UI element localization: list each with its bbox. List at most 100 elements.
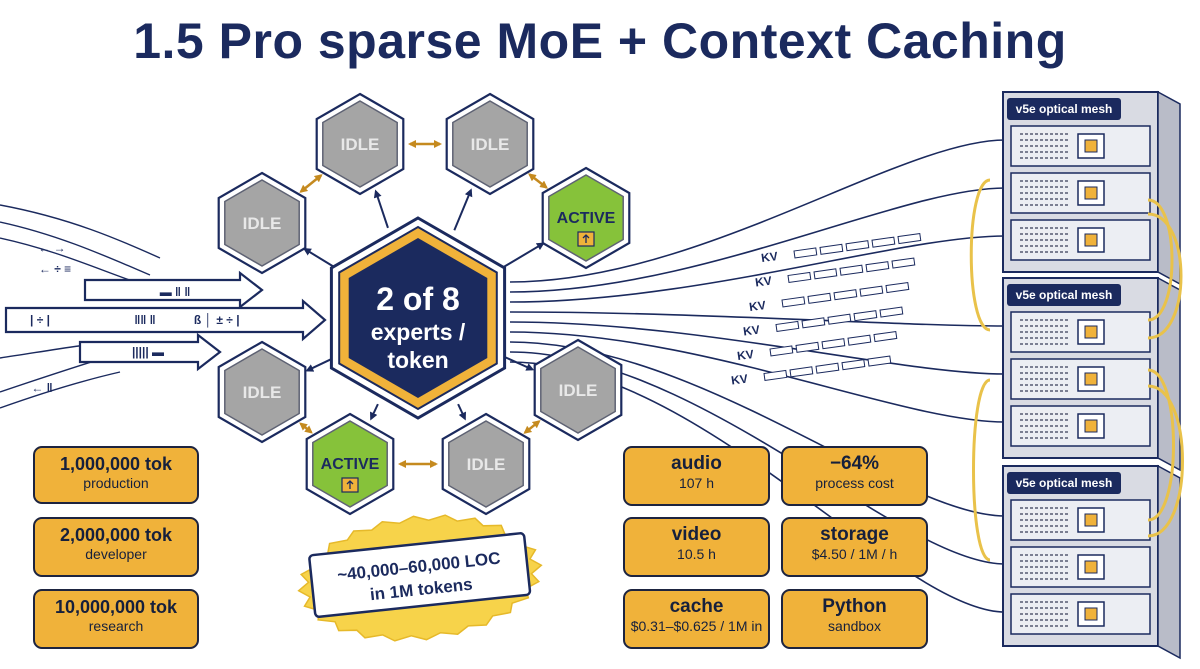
stamp-card: [308, 532, 532, 618]
input-token-glyph: ← ‖: [31, 381, 52, 395]
expert-idle: IDLE: [217, 171, 307, 275]
kv-cache-label: KV: [742, 322, 760, 338]
kv-cache-block: [885, 281, 910, 294]
capability-label: sandbox: [828, 618, 881, 634]
kv-cache-block: [821, 338, 846, 350]
capability-storage: storage $4.50 / 1M / h: [781, 517, 928, 577]
tpu-rack: v5e optical mesh: [1002, 90, 1181, 286]
kv-cache-block: [775, 320, 800, 332]
input-token-glyph: ← ÷ ≡: [39, 262, 71, 276]
kv-cache-block: [865, 261, 890, 273]
context-tier-value: 1,000,000 tok: [59, 454, 173, 474]
rack-server-unit: [1010, 219, 1151, 261]
input-arrow-main: [4, 298, 327, 342]
kv-cache-block: [833, 289, 858, 301]
rack-link-wire: [509, 331, 1006, 423]
context-tier-label: developer: [85, 546, 147, 562]
expert-state-label: IDLE: [341, 135, 380, 154]
kv-cache-block: [763, 369, 788, 381]
capability-value: Python: [822, 596, 887, 617]
input-token-glyph: ± ÷ |: [216, 313, 239, 327]
rack-link-wire: [509, 139, 1006, 283]
kv-cache-block: [841, 359, 866, 371]
capability-process-cost: −64% process cost: [781, 446, 928, 506]
kv-cache-block: [793, 247, 818, 259]
context-tier-label: production: [83, 475, 149, 491]
capability-label: 107 h: [678, 475, 715, 491]
kv-cache-block: [847, 334, 872, 346]
routing-arrow: [302, 247, 338, 270]
kv-cache-block: [781, 296, 806, 308]
input-token-glyph: ← →: [38, 241, 65, 255]
routing-arrow: [370, 403, 379, 421]
kv-cache-block: [813, 268, 838, 280]
routing-arrow: [457, 403, 466, 421]
kv-cache-label: KV: [748, 298, 766, 314]
context-tier-value: 2,000,000 tok: [59, 525, 173, 545]
tpu-chip-core: [1084, 325, 1098, 339]
context-tier-developer: 2,000,000 tok developer: [33, 517, 199, 577]
kv-cache-block: [871, 236, 896, 248]
expert-idle: IDLE: [217, 340, 307, 444]
expert-state-label: ACTIVE: [557, 210, 616, 227]
rack-label: v5e optical mesh: [1016, 102, 1113, 116]
kv-cache-block: [807, 292, 832, 304]
expert-link-arrow: [523, 420, 541, 434]
expert-state-label: IDLE: [471, 135, 510, 154]
kv-cache-block: [795, 341, 820, 353]
input-arrow-body: [4, 298, 327, 342]
expert-state-label: IDLE: [243, 214, 282, 233]
up-arrow-icon: [346, 480, 354, 489]
rack-label-bg: [1007, 472, 1121, 494]
tpu-chip-core: [1084, 139, 1098, 153]
kv-cache-block: [853, 310, 878, 322]
tpu-rack: v5e optical mesh: [1002, 464, 1181, 660]
input-arrow-lower: [78, 332, 222, 372]
input-token-glyph: ▬ ‖ ‖: [160, 285, 191, 299]
tpu-chip-core: [1084, 233, 1098, 247]
context-tier-research: 10,000,000 tok research: [33, 589, 199, 649]
kv-cache-label: KV: [760, 249, 778, 265]
tpu-chip-core: [1084, 607, 1098, 621]
capability-label: 10.5 h: [677, 546, 716, 562]
kv-cache-block: [787, 271, 812, 283]
expert-active: ACTIVE: [305, 412, 395, 516]
optical-link: [972, 378, 991, 562]
kv-cache-block: [867, 355, 892, 367]
capability-video: video 10.5 h: [623, 517, 770, 577]
rack-label: v5e optical mesh: [1016, 288, 1113, 302]
kv-cache-block: [873, 330, 898, 343]
kv-cache-block: [769, 345, 794, 357]
context-tier-label: research: [88, 618, 144, 634]
routing-arrow: [499, 242, 545, 271]
expert-hex: [312, 420, 388, 508]
expert-idle: IDLE: [533, 338, 623, 442]
expert-hex: [322, 100, 398, 188]
router-hex-core: [348, 238, 488, 398]
up-arrow-icon: [582, 234, 590, 243]
expert-hex: [224, 348, 300, 436]
tpu-chip-core: [1084, 513, 1098, 527]
kv-cache-block: [801, 317, 826, 329]
kv-cache-block: [859, 285, 884, 297]
rack-label-bg: [1007, 98, 1121, 120]
capability-value: storage: [820, 524, 889, 545]
expert-hex: [452, 100, 528, 188]
router-label-secondary: experts /: [371, 319, 466, 345]
rack-label-bg: [1007, 284, 1121, 306]
rack-link-wire: [509, 235, 1006, 303]
input-stream-line: [0, 204, 161, 259]
capability-value: video: [671, 524, 722, 545]
kv-cache-block: [845, 240, 870, 252]
context-tier-production: 1,000,000 tok production: [33, 446, 199, 504]
router-label-primary: 2 of 8: [376, 281, 460, 317]
tpu-chip-core: [1084, 419, 1098, 433]
input-token-glyph: ||||| ▬: [132, 345, 164, 359]
input-token-glyph: ‖‖ ‖: [134, 313, 155, 327]
context-tier-value: 10,000,000 tok: [54, 597, 178, 617]
page-title: 1.5 Pro sparse MoE + Context Caching: [133, 13, 1067, 69]
expert-state-label: ACTIVE: [321, 456, 380, 473]
kv-cache-block: [819, 243, 844, 255]
